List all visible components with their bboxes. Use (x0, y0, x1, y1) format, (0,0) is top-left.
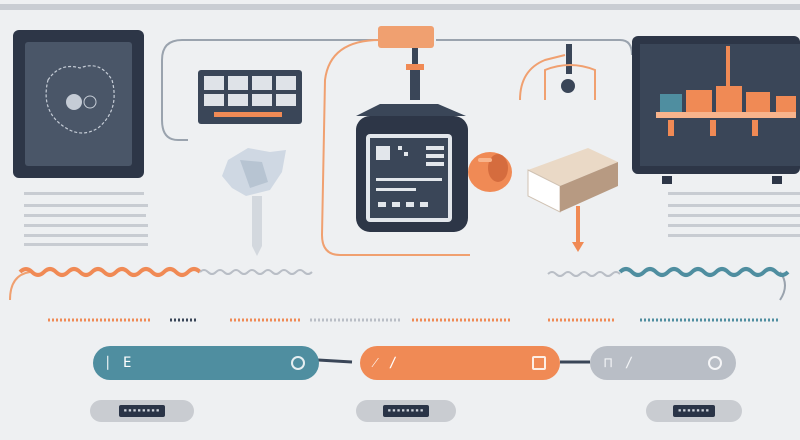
tag-right[interactable]: ▪▪▪▪▪▪▪ (646, 400, 742, 422)
top-bar (0, 4, 800, 10)
monitor-with-sketch-icon (13, 30, 144, 178)
left-text-lines (24, 192, 148, 246)
monitor-with-machines-icon (632, 36, 800, 184)
orange-sphere-icon (468, 152, 512, 192)
tablet-device-icon (356, 26, 468, 232)
book-icon (527, 148, 618, 252)
tag-left-label: ▪▪▪▪▪▪▪▪ (118, 405, 166, 417)
pill-teal-knob-icon (291, 356, 305, 370)
wave-line-left (18, 267, 313, 277)
tag-right-label: ▪▪▪▪▪▪▪ (672, 405, 716, 417)
tag-center-label: ▪▪▪▪▪▪▪▪ (382, 405, 430, 417)
pill-gray[interactable]: ⊓ ∕ (590, 346, 736, 380)
pill-orange-square-icon (532, 356, 546, 370)
pill-teal[interactable]: ⎸E (93, 346, 319, 380)
right-text-lines (668, 192, 800, 237)
pill-orange-glyph: ⁄ ∕ (374, 354, 400, 371)
control-panel-icon (198, 70, 302, 124)
pill-gray-knob-icon (708, 356, 722, 370)
tag-left[interactable]: ▪▪▪▪▪▪▪▪ (90, 400, 194, 422)
connector-lines (9, 39, 786, 364)
pill-teal-glyph: ⎸E (107, 355, 134, 371)
crumpled-paper-icon (222, 148, 286, 256)
crane-hook-icon (544, 44, 596, 100)
pill-gray-glyph: ⊓ ∕ (604, 355, 636, 371)
tag-center[interactable]: ▪▪▪▪▪▪▪▪ (356, 400, 456, 422)
wave-line-right (547, 267, 790, 277)
pill-orange[interactable]: ⁄ ∕ (360, 346, 560, 380)
